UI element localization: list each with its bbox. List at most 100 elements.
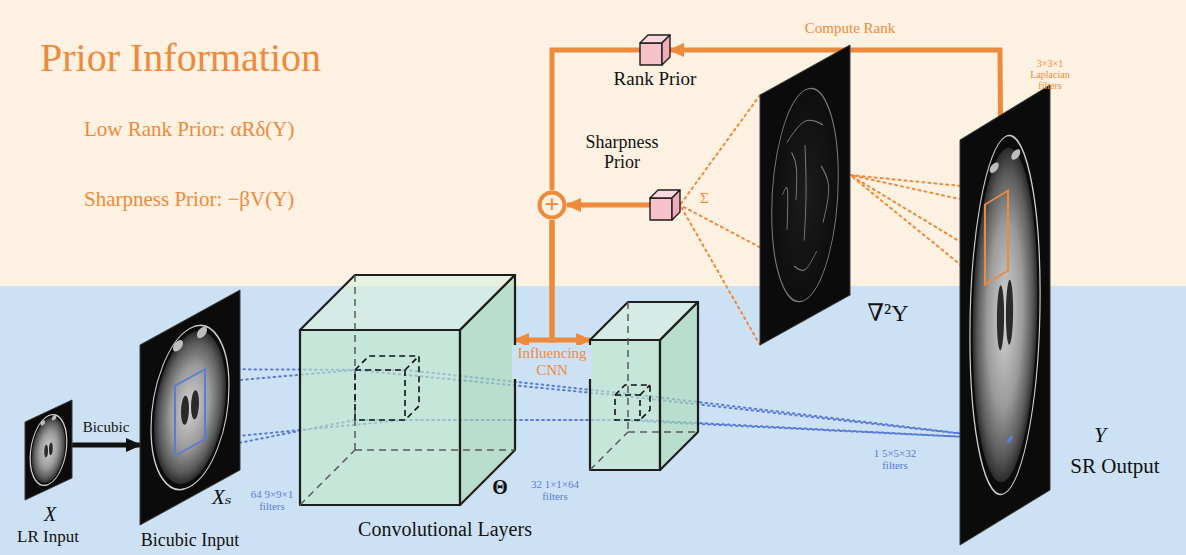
eye [41, 420, 46, 427]
hidden-edge [355, 449, 515, 451]
text-holder: Convolutional Layers [358, 518, 532, 540]
edge-label: 3×3×1 Laplacian filters [1018, 58, 1082, 92]
cube-face [662, 35, 670, 65]
text-holder: Sharpness Prior [575, 132, 670, 172]
node-label: Convolutional Layers [358, 518, 532, 540]
text-holder: 3×3×1 Laplacian filters [1018, 58, 1082, 92]
bicubic-input-image: XₛBicubic Input [140, 290, 240, 525]
brain-tissue [32, 410, 66, 490]
text-holder: Bicubic Input [141, 530, 239, 550]
node-label: Rank Prior [614, 68, 697, 89]
edge-label: Influencing CNN [512, 345, 592, 379]
receptive-field [355, 370, 405, 420]
hidden-edge [627, 302, 629, 432]
edge-label: Bicubic [83, 419, 130, 436]
image-frame [760, 45, 850, 345]
edge-label: Compute Rank [803, 20, 897, 37]
text-holder: Xₛ [212, 486, 232, 510]
text-holder: + [537, 190, 567, 220]
edge-detail [804, 144, 806, 240]
conv-layer-box-outline [300, 275, 515, 505]
edge-detail [792, 150, 797, 203]
output-pixel [1007, 435, 1013, 445]
node-label: X [44, 503, 56, 525]
edge-label: 1 5×5×32 filters [866, 447, 924, 472]
rank-prior-cube-outline [640, 35, 670, 65]
eye [990, 160, 999, 175]
edge-outline [772, 72, 839, 319]
text-holder: 1 5×5×32 filters [866, 447, 924, 472]
image-content [151, 307, 229, 508]
node-label: ∇²Y [867, 300, 908, 327]
conv-layer-box-outline [590, 302, 698, 470]
ventricle [997, 283, 1004, 352]
hidden-edge [628, 431, 698, 433]
text-holder: Θ [492, 476, 508, 498]
node-label: Sharpness Prior [575, 132, 670, 172]
cube-face [460, 275, 515, 505]
sum-symbol: Σ [700, 190, 709, 207]
sum-circle: + [537, 190, 567, 220]
text-holder: Prior Information [40, 36, 321, 81]
eye [197, 325, 207, 341]
image-content [970, 115, 1040, 514]
cube-face [590, 340, 660, 470]
cube-face [650, 198, 672, 220]
node-label: Xₛ [212, 486, 232, 510]
sr-output-image: YSR Output [960, 85, 1050, 545]
node-label: SR Output [1070, 455, 1159, 479]
text-holder: Bicubic [83, 419, 130, 436]
rank-prior-cube: Rank Prior [640, 35, 670, 65]
hidden-edge [590, 432, 628, 470]
text-holder: 32 1×1×64 filters [526, 478, 584, 503]
eye [173, 338, 183, 354]
node-label: Bicubic Input [141, 530, 239, 550]
image-frame [140, 290, 240, 525]
text-holder: Low Rank Prior: αRδ(Y) [84, 118, 294, 142]
text-holder: SR Output [1070, 455, 1159, 479]
lr-input-image: XLR Input [25, 400, 72, 500]
brain-tissue [973, 129, 1038, 501]
node-label: + [545, 192, 560, 218]
ventricle [44, 444, 48, 458]
receptive-field [615, 395, 640, 420]
node-label: 32 1×1×64 filters [526, 478, 584, 503]
prior-formula: Low Rank Prior: αRδ(Y) [84, 118, 294, 142]
laplacian-image-outline [760, 45, 850, 345]
eye [52, 414, 57, 421]
image-content [30, 407, 67, 493]
node-label: LR Input [17, 527, 79, 546]
laplacian-image: ∇²Y [760, 45, 850, 345]
ventricle [1006, 278, 1013, 347]
text-holder: Σ [700, 190, 709, 207]
text-holder: X [44, 503, 56, 525]
skull-ring [151, 307, 229, 508]
sharpness-to-sum-arrow [567, 203, 650, 208]
conv-layer-box: ΘConvolutional Layers [300, 275, 515, 505]
edge-detail [783, 187, 788, 233]
ventricle [191, 388, 199, 421]
receptive-field [615, 385, 650, 420]
receptive-field [355, 356, 419, 420]
influence-arrow [552, 220, 590, 340]
hidden-edge [300, 450, 355, 505]
filter-window [175, 369, 205, 456]
text-holder: Rank Prior [614, 68, 697, 89]
sum-ring [540, 193, 565, 218]
edge-detail [794, 251, 817, 276]
ventricle [49, 442, 53, 456]
receptive-field [640, 385, 650, 395]
skull-ring [970, 115, 1040, 514]
text-holder: LR Input [17, 527, 79, 546]
cube-face [300, 330, 460, 505]
influence-arrow [515, 220, 552, 340]
hidden-edge [354, 275, 356, 450]
ventricle [181, 394, 189, 427]
sharpness-prior-cube: Sharpness Prior [650, 190, 680, 220]
cube-face [672, 190, 680, 220]
text-holder: Influencing CNN [512, 345, 592, 379]
node-label: Y [1094, 423, 1106, 448]
figure-title: Prior Information [40, 36, 321, 81]
eye [1011, 147, 1020, 162]
